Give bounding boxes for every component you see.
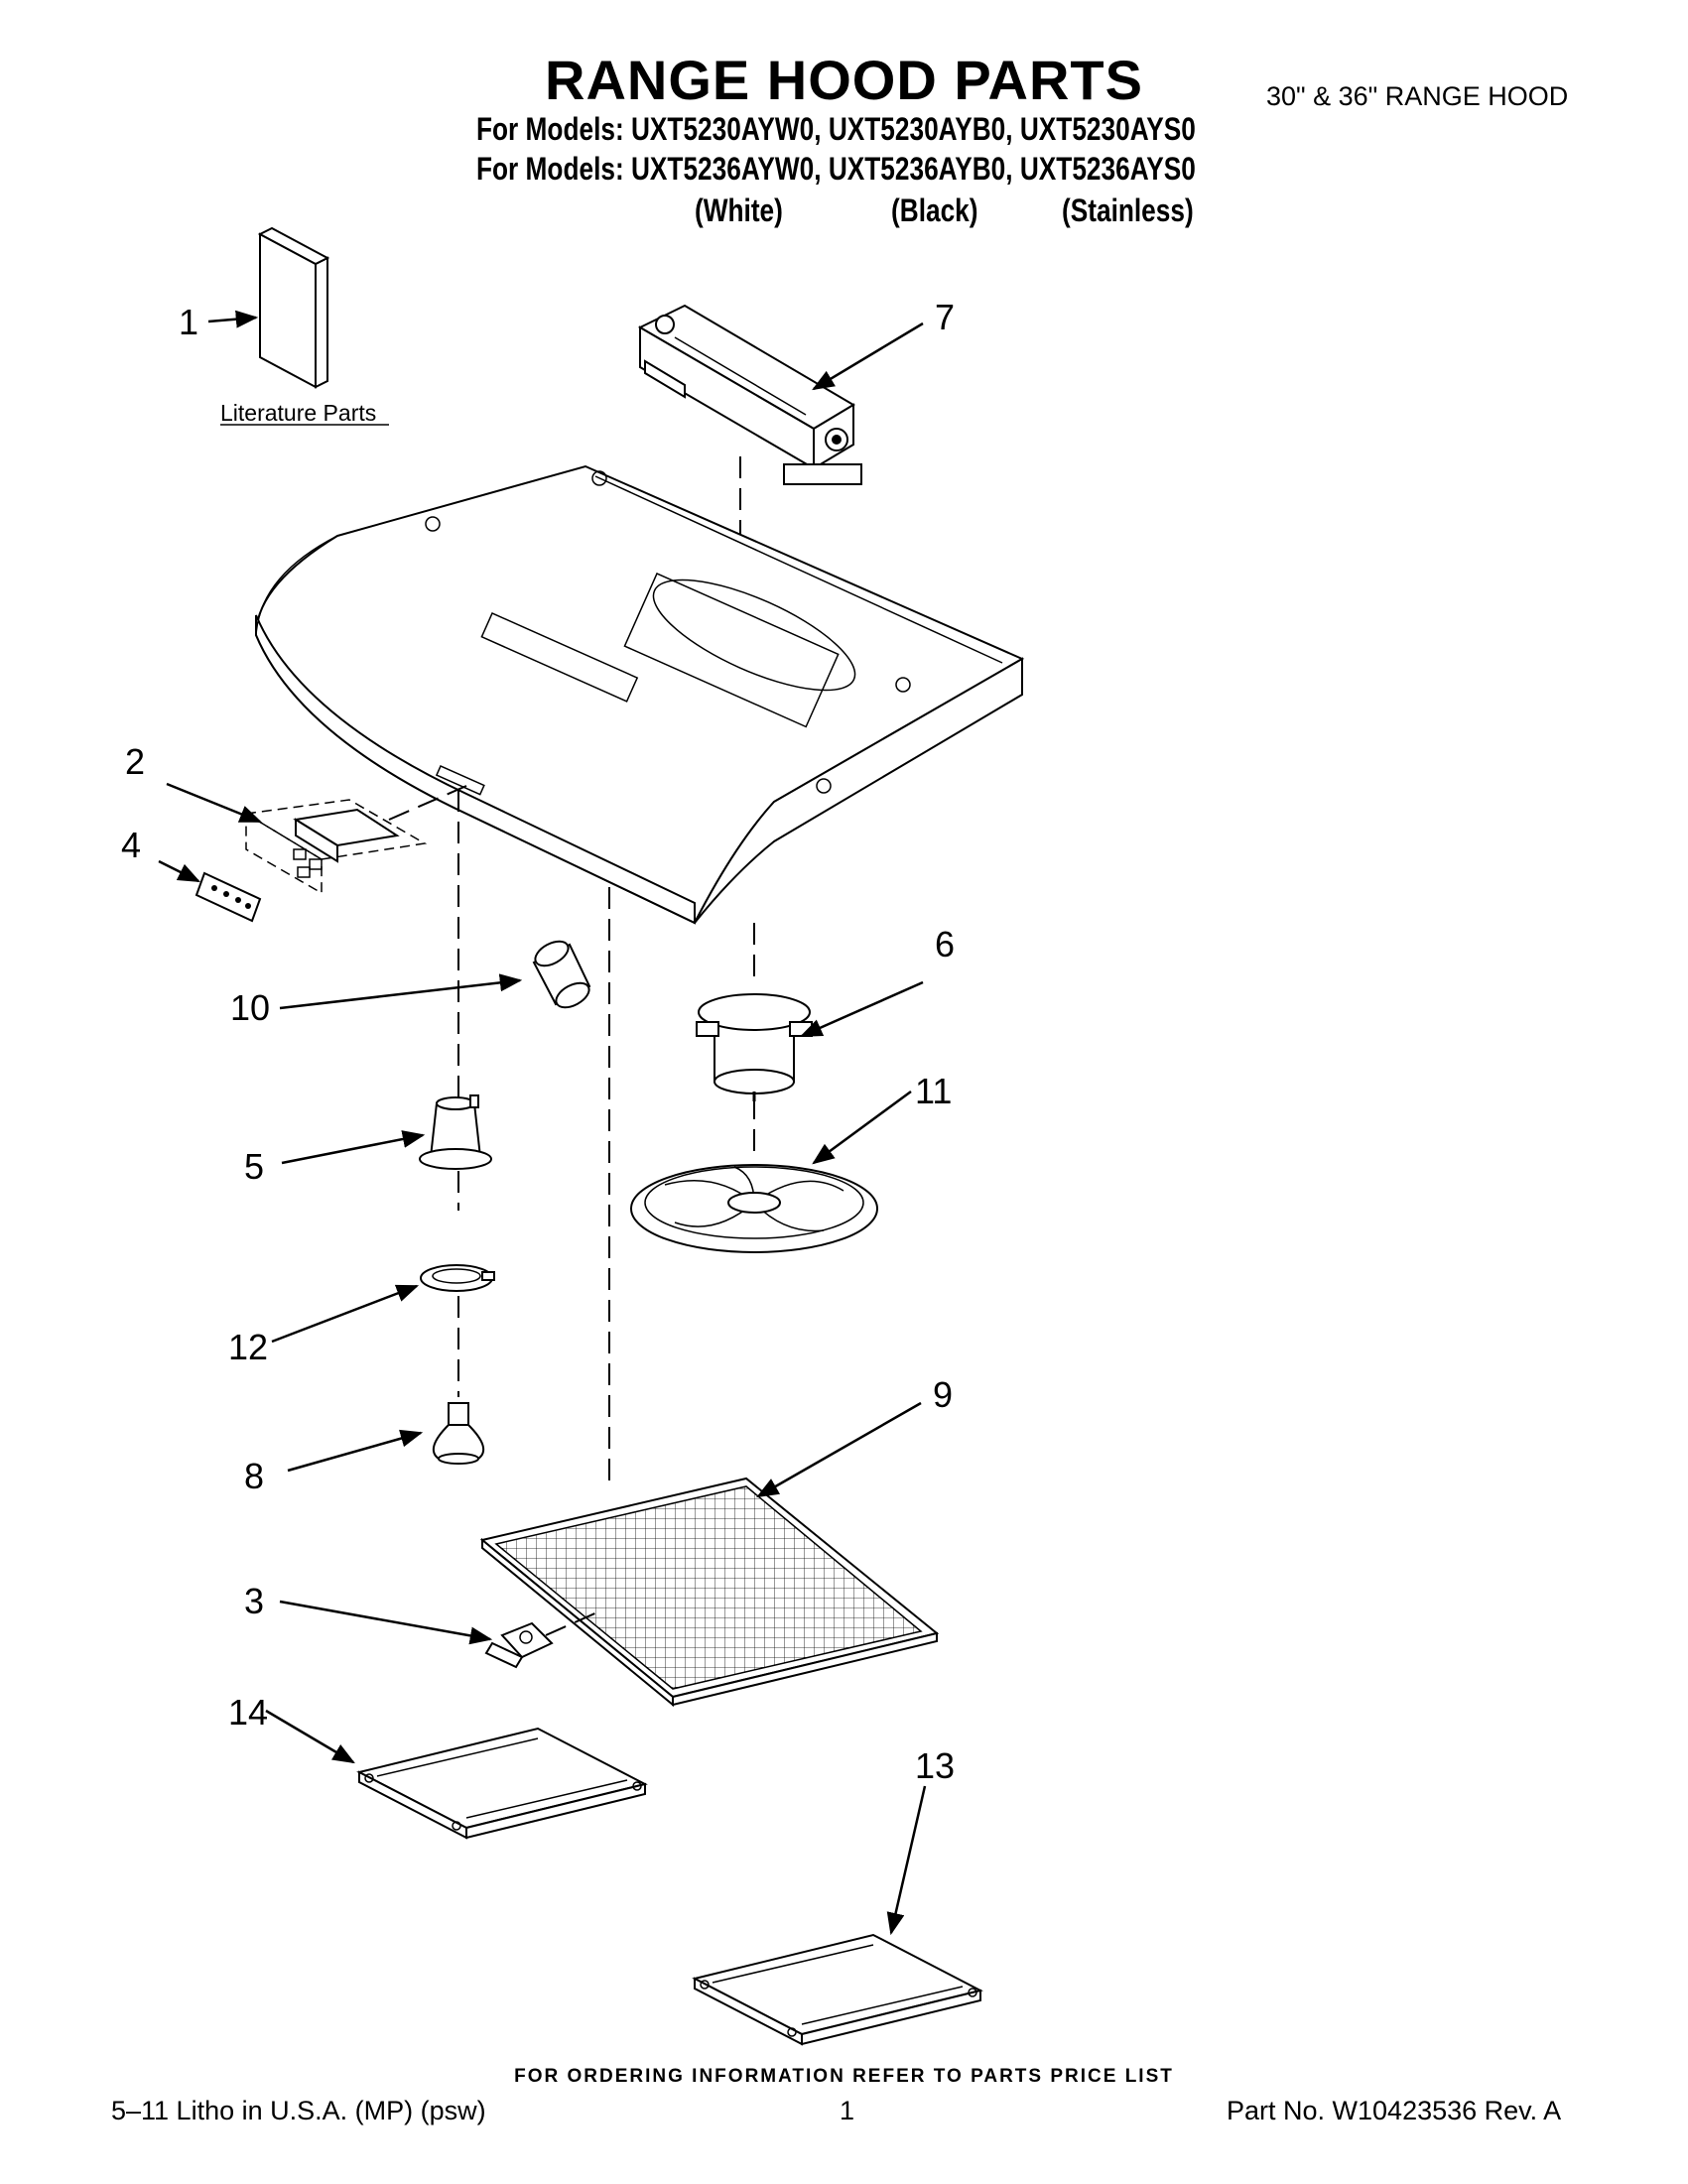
lamp-socket (419, 1094, 492, 1170)
callout-arrow-13 (886, 1785, 927, 1936)
filter-channel-left (356, 1727, 648, 1840)
push-button-strip (195, 871, 262, 923)
page-title: RANGE HOOD PARTS (545, 49, 1143, 111)
callout-arrow-6 (799, 980, 924, 1038)
callout-arrow-3 (279, 1600, 493, 1645)
switch-assembly (243, 799, 428, 895)
filter-channel-right (692, 1933, 983, 2046)
callout-arrow-4 (158, 859, 201, 883)
callout-8: 8 (244, 1456, 264, 1496)
damper-assembly (637, 304, 862, 485)
callout-11: 11 (915, 1071, 952, 1111)
callout-1: 1 (179, 302, 198, 342)
light-lens (532, 940, 591, 1009)
blower-motor (696, 993, 813, 1101)
litho-note: 5–11 Litho in U.S.A. (MP) (psw) (111, 2096, 486, 2125)
size-note: 30" & 36" RANGE HOOD (1266, 81, 1569, 111)
alignment-line-latch (545, 1610, 600, 1636)
callout-6: 6 (935, 924, 955, 964)
callout-arrow-9 (756, 1401, 922, 1498)
callout-4: 4 (121, 825, 141, 865)
grease-filter (479, 1477, 940, 1708)
callout-arrow-2 (166, 782, 263, 824)
ordering-note: FOR ORDERING INFORMATION REFER TO PARTS … (514, 2066, 1174, 2087)
models-line-2: For Models: UXT5236AYW0, UXT5236AYB0, UX… (476, 151, 1196, 187)
lamp-retaining-ring (420, 1264, 495, 1292)
callout-arrow-10 (279, 973, 523, 1010)
range-hood-body (254, 464, 1025, 925)
callout-arrow-7 (812, 321, 924, 391)
callout-2: 2 (125, 741, 145, 782)
models-line-1: For Models: UXT5230AYW0, UXT5230AYB0, UX… (476, 111, 1196, 147)
callout-arrow-11 (812, 1090, 912, 1165)
callout-arrow-5 (281, 1130, 426, 1165)
callout-arrow-14 (265, 1709, 355, 1764)
callout-7: 7 (935, 297, 955, 337)
callout-3: 3 (244, 1581, 264, 1621)
callout-arrow-8 (287, 1429, 424, 1473)
callout-9: 9 (933, 1374, 953, 1415)
literature-booklet (257, 226, 330, 389)
finish-black: (Black) (891, 193, 978, 228)
callout-10: 10 (230, 987, 270, 1028)
finish-stainless: (Stainless) (1062, 193, 1194, 228)
callout-arrow-12 (271, 1284, 420, 1344)
literature-parts-label: Literature Parts (220, 400, 376, 426)
callout-12: 12 (228, 1327, 268, 1367)
finish-white: (White) (695, 193, 783, 228)
part-number: Part No. W10423536 Rev. A (1227, 2096, 1562, 2125)
filter-latch (484, 1621, 554, 1669)
alignment-line-switch (388, 785, 467, 821)
callout-arrow-1 (207, 310, 259, 328)
light-bulb (432, 1402, 485, 1465)
callout-5: 5 (244, 1146, 264, 1187)
page-number: 1 (840, 2096, 855, 2125)
callout-13: 13 (915, 1745, 955, 1786)
blower-wheel (630, 1164, 878, 1253)
callout-14: 14 (228, 1692, 268, 1733)
